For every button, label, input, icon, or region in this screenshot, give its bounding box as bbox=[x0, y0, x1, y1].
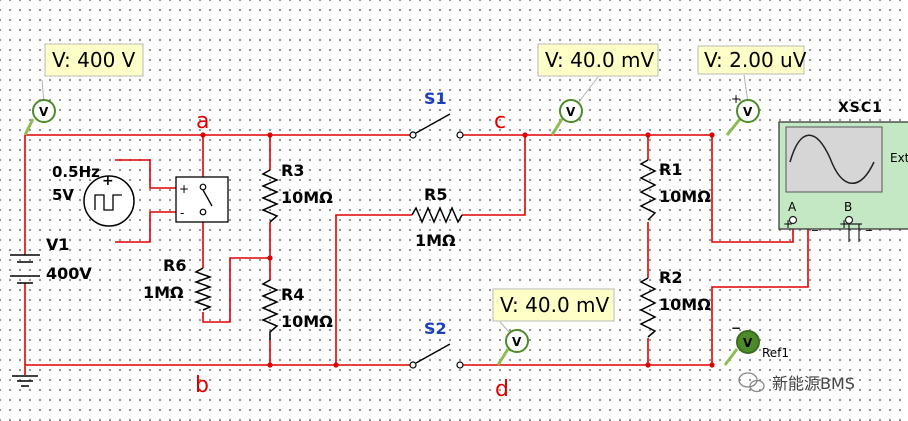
wechat-icon bbox=[738, 372, 765, 393]
node-label-c: c bbox=[494, 109, 506, 134]
wire-scope-plus bbox=[711, 135, 794, 243]
s2-label: S2 bbox=[424, 319, 447, 338]
junction-dot bbox=[267, 362, 273, 368]
scope-name: XSC1 bbox=[838, 100, 883, 116]
waveform-icon bbox=[789, 134, 875, 184]
junction-dot bbox=[645, 362, 651, 368]
voltmeter-probe-2[interactable]: V V: 40.0 mV bbox=[537, 43, 659, 136]
node-label-d: d bbox=[495, 377, 509, 402]
svg-text:+: + bbox=[179, 182, 189, 196]
resistor-r1[interactable]: R1 10MΩ bbox=[639, 159, 711, 221]
r4-name: R4 bbox=[281, 285, 304, 304]
scope-channel-b: B bbox=[844, 200, 852, 214]
svg-text:+: + bbox=[102, 173, 114, 189]
svg-text:+: + bbox=[783, 217, 793, 231]
battery-v1[interactable]: V1 400V bbox=[10, 235, 92, 284]
ground-icon bbox=[12, 375, 38, 387]
junction-dot bbox=[709, 132, 715, 138]
r6-name: R6 bbox=[163, 256, 186, 275]
voltmeter-icon bbox=[32, 99, 56, 123]
junctions bbox=[200, 132, 715, 368]
resistor-r4[interactable]: R4 10MΩ bbox=[261, 279, 333, 340]
oscilloscope-xsc1[interactable]: XSC1 Ext A B + _ + _ bbox=[778, 100, 908, 242]
r6-value: 1MΩ bbox=[143, 283, 184, 302]
junction-dot bbox=[522, 132, 528, 138]
r3-value: 10MΩ bbox=[281, 188, 333, 207]
svg-text:+: + bbox=[839, 217, 849, 231]
junction-dot bbox=[200, 132, 206, 138]
terminal-a-plus[interactable] bbox=[788, 215, 798, 225]
r2-value: 10MΩ bbox=[659, 295, 711, 314]
svg-text:V: V bbox=[566, 105, 576, 119]
node-label-a: a bbox=[196, 109, 209, 134]
r5-name: R5 bbox=[424, 185, 447, 204]
svg-text:+: + bbox=[731, 92, 741, 106]
r4-value: 10MΩ bbox=[281, 312, 333, 331]
scope-channel-a: A bbox=[788, 200, 797, 214]
r1-value: 10MΩ bbox=[659, 187, 711, 206]
voltmeter-icon bbox=[736, 330, 760, 354]
svg-text:V: V bbox=[39, 105, 49, 119]
wires bbox=[24, 134, 809, 375]
resistor-r6[interactable]: R6 1MΩ bbox=[143, 256, 213, 311]
voltmeter-reading-1: V: 400 V bbox=[52, 48, 136, 72]
switch-s1[interactable]: S1 bbox=[409, 89, 464, 139]
source-voltage: 5V bbox=[52, 186, 74, 204]
pulse-source[interactable]: + 0.5Hz 5V bbox=[52, 163, 135, 227]
voltmeter-reading-4: V: 40.0 mV bbox=[500, 293, 610, 317]
wire-r5-right bbox=[462, 135, 526, 216]
r3-name: R3 bbox=[281, 161, 304, 180]
battery-value: 400V bbox=[46, 264, 92, 283]
junction-dot bbox=[267, 132, 273, 138]
svg-text:-: - bbox=[180, 206, 184, 220]
svg-text:−: − bbox=[731, 321, 741, 335]
battery-name: V1 bbox=[46, 235, 70, 254]
ref-label: Ref1 bbox=[762, 346, 789, 360]
svg-text:V: V bbox=[512, 335, 522, 349]
watermark-text: 新能源BMS bbox=[772, 374, 855, 393]
wire-r6-bottom bbox=[202, 257, 270, 323]
voltmeter-probe-4[interactable]: V V: 40.0 mV bbox=[492, 288, 615, 366]
voltmeter-probe-1[interactable]: V V: 400 V bbox=[23, 43, 144, 136]
svg-text:V: V bbox=[743, 336, 753, 350]
wire-source-loop bbox=[115, 159, 176, 243]
resistor-r2[interactable]: R2 10MΩ bbox=[639, 268, 711, 338]
node-label-b: b bbox=[195, 373, 209, 398]
junction-dot bbox=[267, 255, 273, 261]
svg-text:_: _ bbox=[865, 217, 873, 231]
scope-ext-label: Ext bbox=[890, 151, 908, 165]
wire-scope-minus bbox=[711, 225, 809, 365]
watermark: 新能源BMS bbox=[738, 372, 855, 393]
reference-probe[interactable]: V − Ref1 bbox=[723, 321, 789, 366]
r1-name: R1 bbox=[659, 160, 682, 179]
resistor-r3[interactable]: R3 10MΩ bbox=[261, 161, 333, 223]
voltmeter-icon bbox=[559, 99, 583, 123]
relay-switch[interactable]: + - bbox=[175, 176, 229, 223]
s1-label: S1 bbox=[424, 89, 447, 108]
r2-name: R2 bbox=[659, 268, 682, 287]
resistor-r5[interactable]: R5 1MΩ bbox=[411, 185, 463, 250]
svg-text:_: _ bbox=[811, 217, 819, 231]
junction-dot bbox=[709, 362, 715, 368]
wire-r5-left bbox=[335, 214, 412, 365]
junction-dot bbox=[333, 362, 339, 368]
voltmeter-reading-3: V: 2.00 uV bbox=[704, 48, 807, 72]
junction-dot bbox=[645, 132, 651, 138]
switch-s2[interactable]: S2 bbox=[409, 319, 464, 369]
r5-value: 1MΩ bbox=[415, 231, 456, 250]
svg-text:V: V bbox=[743, 105, 753, 119]
voltmeter-icon bbox=[505, 329, 529, 353]
voltmeter-probe-3[interactable]: V + V: 2.00 uV bbox=[697, 45, 807, 136]
voltmeter-icon bbox=[736, 99, 760, 123]
voltmeter-reading-2: V: 40.0 mV bbox=[545, 48, 655, 72]
source-frequency: 0.5Hz bbox=[52, 163, 100, 181]
